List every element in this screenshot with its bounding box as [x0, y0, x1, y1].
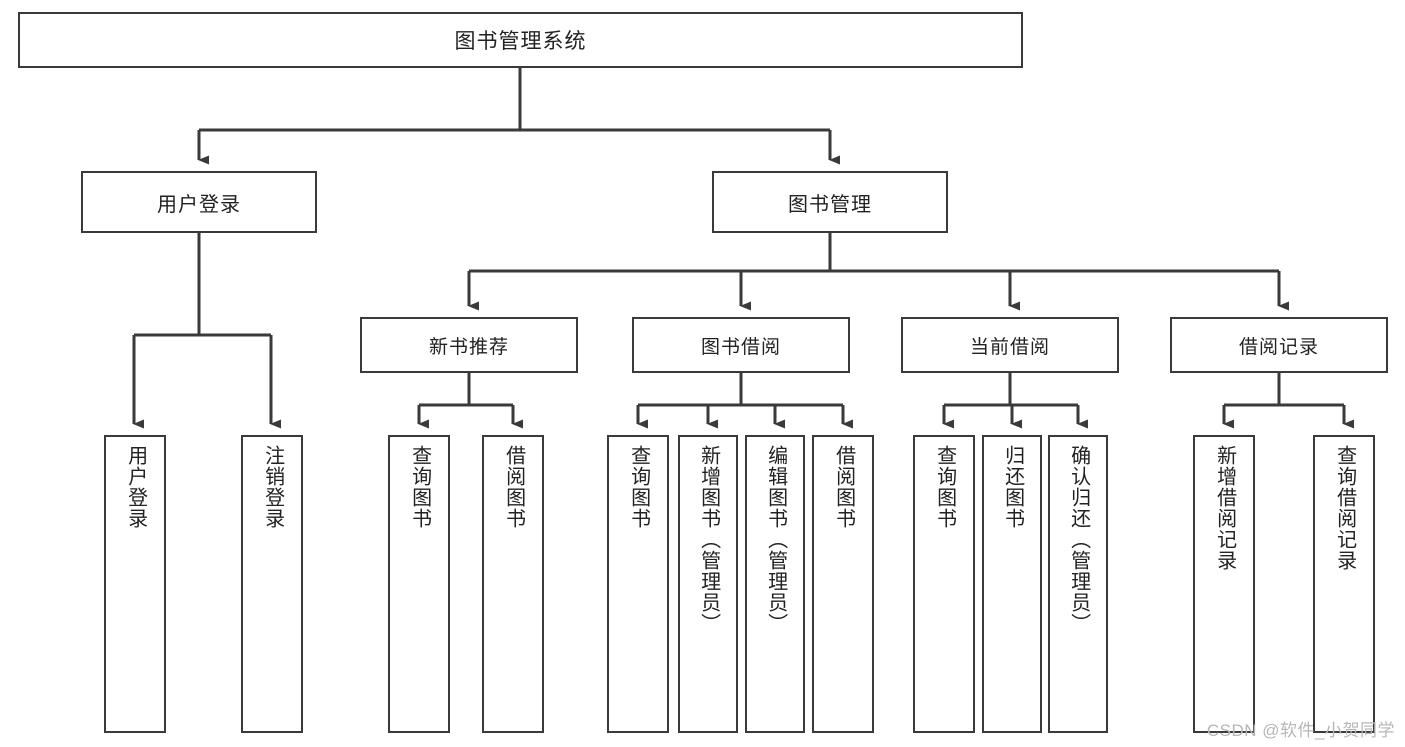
leaf-node-label: 编辑图书（管理员） [764, 445, 787, 634]
leaf-node-label: 查询图书 [627, 445, 650, 529]
leaf-node-label: 查询图书 [933, 445, 956, 529]
leaf-node[interactable]: 查询借阅记录 [1313, 435, 1375, 733]
node-root-label: 图书管理系统 [454, 30, 587, 53]
node-borrow-record[interactable]: 借阅记录 [1170, 317, 1388, 373]
node-book-management-label: 图书管理 [788, 193, 872, 216]
node-book-borrow-label: 图书借阅 [700, 336, 781, 358]
node-user-login-label: 用户登录 [157, 193, 241, 216]
leaf-node-label: 查询图书 [408, 445, 431, 529]
leaf-node-label: 借阅图书 [832, 445, 855, 529]
leaf-node[interactable]: 查询图书 [607, 435, 669, 733]
watermark: CSDN @软件_小贺同学 [1206, 721, 1395, 740]
node-current-borrow[interactable]: 当前借阅 [901, 317, 1119, 373]
leaf-node-label: 用户登录 [124, 445, 147, 529]
leaf-node-label: 借阅图书 [502, 445, 525, 529]
leaf-node[interactable]: 编辑图书（管理员） [745, 435, 805, 733]
node-book-borrow[interactable]: 图书借阅 [632, 317, 850, 373]
leaf-node[interactable]: 归还图书 [982, 435, 1042, 733]
node-root[interactable]: 图书管理系统 [18, 12, 1023, 68]
leaf-node[interactable]: 确认归还（管理员） [1048, 435, 1108, 733]
leaf-node-label: 查询借阅记录 [1333, 445, 1356, 571]
node-user-login[interactable]: 用户登录 [81, 171, 317, 233]
leaf-node[interactable]: 查询图书 [913, 435, 975, 733]
leaf-node-label: 新增图书（管理员） [697, 445, 720, 634]
leaf-node-label: 新增借阅记录 [1213, 445, 1236, 571]
leaf-node-label: 归还图书 [1001, 445, 1024, 529]
leaf-node[interactable]: 新增图书（管理员） [678, 435, 738, 733]
leaf-node[interactable]: 借阅图书 [482, 435, 544, 733]
leaf-node[interactable]: 借阅图书 [812, 435, 874, 733]
leaf-node[interactable]: 查询图书 [388, 435, 450, 733]
leaf-node[interactable]: 新增借阅记录 [1193, 435, 1255, 733]
leaf-node[interactable]: 用户登录 [104, 435, 166, 733]
node-book-management[interactable]: 图书管理 [712, 171, 948, 233]
leaf-node-label: 确认归还（管理员） [1067, 445, 1090, 634]
leaf-node-label: 注销登录 [261, 445, 284, 529]
node-borrow-record-label: 借阅记录 [1238, 336, 1319, 358]
leaf-node[interactable]: 注销登录 [241, 435, 303, 733]
node-new-book-recommend[interactable]: 新书推荐 [360, 317, 578, 373]
node-new-book-recommend-label: 新书推荐 [428, 336, 509, 358]
node-current-borrow-label: 当前借阅 [969, 336, 1050, 358]
